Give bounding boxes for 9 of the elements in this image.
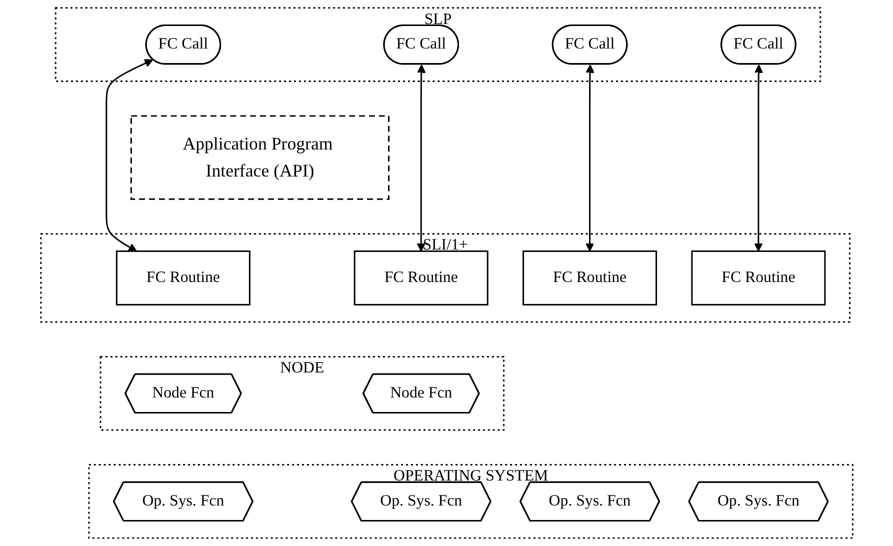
arrow — [416, 64, 426, 252]
arrow — [105, 59, 153, 252]
node-box: FC Routine — [522, 250, 657, 306]
node-box: FC Routine — [116, 250, 250, 306]
node-box: Application Program Interface (API) — [130, 115, 390, 200]
arrow — [754, 64, 763, 252]
node-box: FC Routine — [354, 250, 488, 306]
arrow — [585, 64, 594, 252]
node-box: FC Routine — [690, 250, 826, 306]
